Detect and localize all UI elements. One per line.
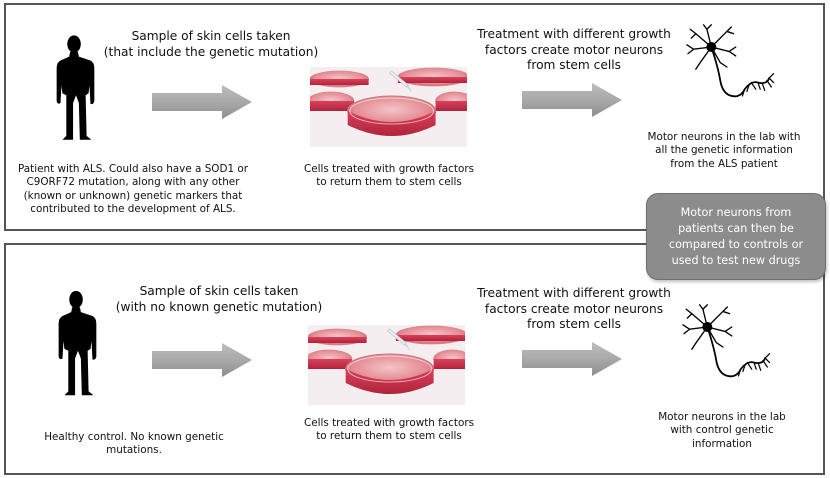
- step1-label: Sample of skin cells taken (that include…: [103, 29, 319, 59]
- arrow-right-icon: [520, 342, 624, 376]
- arrow-right-icon: [150, 85, 254, 119]
- step2-label: Treatment with different growth factors …: [477, 27, 671, 73]
- neurons-description: Motor neurons in the lab with control ge…: [658, 411, 786, 450]
- arrow-right-icon: [520, 83, 624, 117]
- als-patient-panel: Sample of skin cells taken (that include…: [4, 3, 825, 231]
- cells-description: Cells treated with growth factors to ret…: [303, 417, 475, 443]
- neuron-icon: [678, 21, 778, 113]
- callout-text: Motor neurons from patients can then be …: [668, 206, 804, 267]
- person-silhouette-icon: [48, 269, 106, 419]
- petri-dishes-image: [310, 67, 467, 147]
- cells-description: Cells treated with growth factors to ret…: [303, 163, 475, 189]
- step2-label: Treatment with different growth factors …: [477, 286, 671, 332]
- step1-label: Sample of skin cells taken (with no know…: [115, 284, 323, 314]
- arrow-right-icon: [150, 343, 254, 377]
- neurons-description: Motor neurons in the lab with all the ge…: [647, 131, 801, 170]
- petri-dishes-image: [308, 325, 465, 405]
- patient-description: Patient with ALS. Could also have a SOD1…: [17, 163, 249, 215]
- patient-description: Healthy control. No known genetic mutati…: [44, 431, 224, 457]
- neuron-icon: [674, 301, 774, 393]
- healthy-control-panel: Sample of skin cells taken (with no know…: [4, 243, 825, 475]
- conclusion-callout: Motor neurons from patients can then be …: [646, 193, 826, 280]
